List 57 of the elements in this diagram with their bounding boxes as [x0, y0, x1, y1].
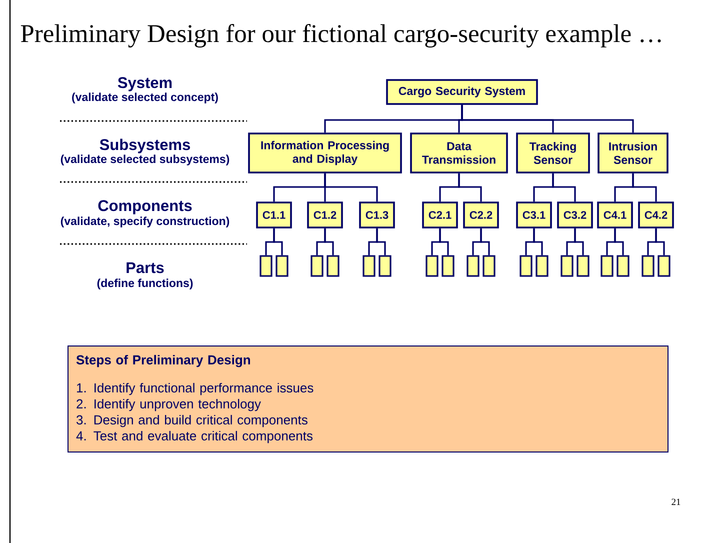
- connector: [324, 173, 378, 202]
- part-box: [426, 255, 438, 277]
- part-box: [442, 255, 454, 277]
- part-box: [658, 255, 670, 277]
- part-box: [616, 255, 630, 277]
- subsystem-box: Data Transmission: [410, 132, 508, 174]
- connector: [439, 228, 449, 256]
- part-box: [520, 255, 532, 277]
- connector: [614, 228, 624, 256]
- level-label: Subsystems: [100, 138, 190, 154]
- part-box: [536, 255, 548, 277]
- connector: [533, 228, 543, 256]
- part-box: [466, 255, 480, 277]
- component-box: C4.1: [597, 202, 633, 228]
- page-number: 21: [672, 498, 680, 505]
- part-box: [600, 255, 614, 277]
- connector: [324, 228, 334, 256]
- connector: [552, 173, 576, 202]
- subsystem-box: Information Processing and Display: [248, 132, 402, 174]
- part-box: [576, 255, 590, 277]
- part-box: [310, 255, 324, 277]
- connector: [376, 228, 386, 256]
- part-box: [642, 255, 654, 277]
- component-box: C4.2: [638, 202, 674, 228]
- connector: [655, 228, 665, 256]
- component-box: C1.1: [256, 202, 292, 228]
- connector: [461, 104, 634, 133]
- slide-title: Preliminary Design for our fictional cargo-security example …: [20, 24, 661, 48]
- component-box: C3.1: [516, 202, 552, 228]
- level-note: (define functions): [97, 278, 193, 290]
- component-box: C1.2: [307, 202, 343, 228]
- part-box: [276, 255, 288, 277]
- subsystem-box: Intrusion Sensor: [598, 132, 668, 174]
- level-note: (validate selected subsystems): [60, 154, 230, 166]
- part-box: [560, 255, 574, 277]
- part-box: [378, 255, 392, 277]
- connector: [480, 228, 490, 256]
- steps-box: Steps of Preliminary Design 1. Identify functional performance issues 2. Identify unproven technology 3. Design and build critical components 4. Test and evaluate critical components: [68, 346, 668, 452]
- level-label: Parts: [126, 262, 164, 274]
- level-label: System: [118, 77, 172, 92]
- level-label: Components: [98, 200, 192, 214]
- component-box: C2.1: [422, 202, 458, 228]
- connector: [632, 173, 657, 202]
- component-box: C2.2: [463, 202, 499, 228]
- component-box: C1.3: [359, 202, 395, 228]
- part-box: [482, 255, 496, 277]
- part-box: [362, 255, 376, 277]
- part-box: [260, 255, 272, 277]
- level-note: (validate, specify construction): [60, 216, 230, 228]
- level-note: (validate selected concept): [72, 92, 218, 104]
- subsystem-box: Tracking Sensor: [516, 132, 590, 174]
- connector: [273, 228, 283, 256]
- system-box: Cargo Security System: [386, 79, 538, 105]
- component-box: C3.2: [557, 202, 593, 228]
- part-box: [326, 255, 340, 277]
- connector: [458, 173, 482, 202]
- connector: [574, 228, 584, 256]
